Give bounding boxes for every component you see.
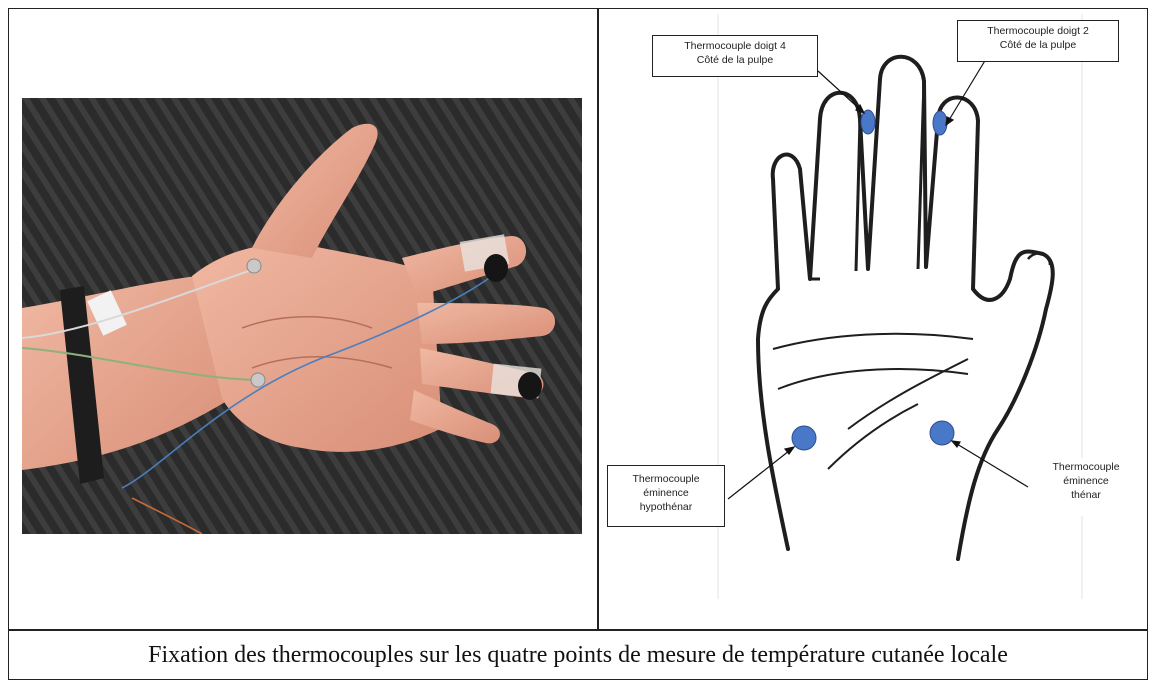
callout-thenar: Thermocouple éminence thénar — [1030, 458, 1142, 516]
callout-doigt2-line2: Côté de la pulpe — [962, 38, 1114, 52]
palm-sensor — [251, 373, 265, 387]
hand-outline — [758, 57, 1053, 559]
sensor-dot-thenar — [930, 421, 954, 445]
callout-doigt4-line2: Côté de la pulpe — [657, 53, 813, 67]
sensor-dot-doigt4 — [861, 110, 875, 134]
palm-sensor — [247, 259, 261, 273]
callout-doigt4-line1: Thermocouple doigt 4 — [657, 39, 813, 53]
finger-sensor — [484, 254, 508, 282]
callout-hypothenar: Thermocouple éminence hypothénar — [607, 465, 725, 527]
callout-doigt2-line1: Thermocouple doigt 2 — [962, 24, 1114, 38]
callout-hypothenar-line1: Thermocouple — [612, 472, 720, 486]
callout-doigt4: Thermocouple doigt 4 Côté de la pulpe — [652, 35, 818, 77]
callout-thenar-line2: éminence — [1034, 474, 1138, 488]
callout-thenar-line1: Thermocouple — [1034, 460, 1138, 474]
callout-arrow — [952, 441, 1028, 487]
palm-line — [773, 334, 973, 349]
callout-arrow — [946, 59, 986, 125]
palm-line — [828, 404, 918, 469]
palm-line — [778, 369, 968, 389]
sensor-dot-hypothenar — [792, 426, 816, 450]
callout-arrow — [728, 447, 794, 499]
callout-hypothenar-line2: éminence — [612, 486, 720, 500]
callout-arrow — [818, 71, 864, 113]
callout-arrowhead — [952, 441, 960, 447]
callout-arrowhead — [946, 117, 953, 125]
finger-sensor — [518, 372, 542, 400]
hand-photo — [22, 98, 582, 534]
hand-diagram — [598, 9, 1146, 628]
callout-hypothenar-line3: hypothénar — [612, 500, 720, 514]
sensor-dot-doigt2 — [933, 111, 947, 135]
caption-divider — [8, 629, 1148, 631]
callout-thenar-line3: thénar — [1034, 488, 1138, 502]
callout-doigt2: Thermocouple doigt 2 Côté de la pulpe — [957, 20, 1119, 62]
figure-caption: Fixation des thermocouples sur les quatr… — [8, 632, 1148, 678]
finger-inner-line — [856, 119, 860, 271]
